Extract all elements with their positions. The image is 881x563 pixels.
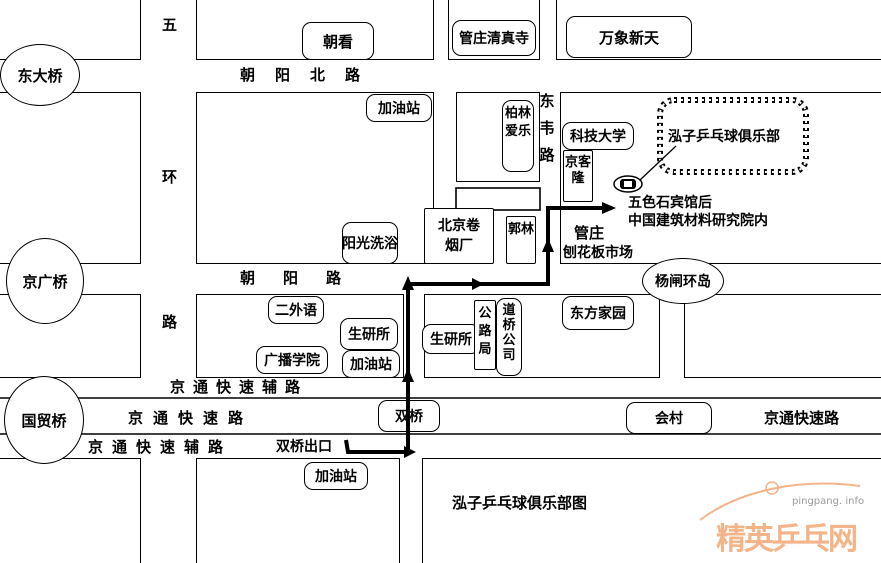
landmark-gas-station-1: 加油站 [366,94,432,122]
road-label-ring-5: 五 [162,16,178,34]
landmark-tech-university: 科技大学 [562,122,634,150]
watermark-site: pingpang. info [792,496,865,507]
block [0,92,141,264]
landmark-beijing-tobacco: 北京卷烟厂 [424,208,494,264]
landmark-dongfang: 东方家园 [562,296,634,330]
block [0,458,141,563]
landmark-chaokan: 朝看 [302,22,374,60]
road-label-express-aux-north: 京通快速辅路 [170,378,309,396]
block [560,92,881,264]
landmark-shengyansuo-1: 生研所 [340,318,398,350]
road-label-chaoyang-north: 朝阳北路 [240,66,381,84]
map-caption: 泓子乒乓球俱乐部图 [452,494,588,512]
landmark-shengyansuo-2: 生研所 [422,324,480,354]
landmark-bolin: 柏林爱乐 [502,100,534,172]
road-label-ring-lu: 路 [162,313,178,331]
landmark-dongdaqiao: 东大桥 [0,44,80,106]
road-label-chaoyang: 朝阳路 [240,269,370,287]
landmark-wanxiang: 万象新天 [566,16,692,58]
road-label-express-aux-south: 京通快速辅路 [88,438,233,456]
landmark-jingkelong: 京客隆 [563,150,593,202]
landmark-bridge-company: 道桥公司 [496,298,522,376]
landmark-yangguang-bath: 阳光洗浴 [342,222,398,264]
landmark-planer-market: 刨花板市场 [563,245,633,261]
road-label-express-east: 京通快速路 [764,409,840,427]
landmark-gas-station-3: 加油站 [304,462,368,490]
road-label-express: 京通快速路 [128,409,254,427]
watermark-brand: 精英乒乓网 [716,522,858,557]
landmark-erwaiyu: 二外语 [268,296,324,324]
landmark-broadcast: 广播学院 [256,346,328,374]
block [684,294,881,378]
block [422,458,881,563]
landmark-jingguangqiao: 京广桥 [6,238,84,324]
landmark-road-bureau: 公路局 [474,300,496,370]
road-label-ring-huan: 环 [162,168,178,186]
destination-line2: 中国建筑材料研究院内 [628,213,768,229]
landmark-guomaoqiao: 国贸桥 [4,376,84,464]
landmark-huicun: 会村 [626,402,712,434]
landmark-yangzha: 杨闸环岛 [642,258,724,304]
landmark-guanzhuang: 管庄 [574,224,605,242]
landmark-shuangqiao-exit: 双桥出口 [276,439,332,455]
landmark-guolin: 郭林 [506,216,536,264]
landmark-gas-station-2: 加油站 [342,350,400,378]
landmark-club: 泓子乒乓球俱乐部 [668,129,780,145]
destination-line1: 五色石宾馆后 [628,195,712,211]
landmark-guanzhuang-mosque: 管庄清真寺 [452,20,536,56]
road-label-dongwei: 东韦路 [539,92,555,164]
